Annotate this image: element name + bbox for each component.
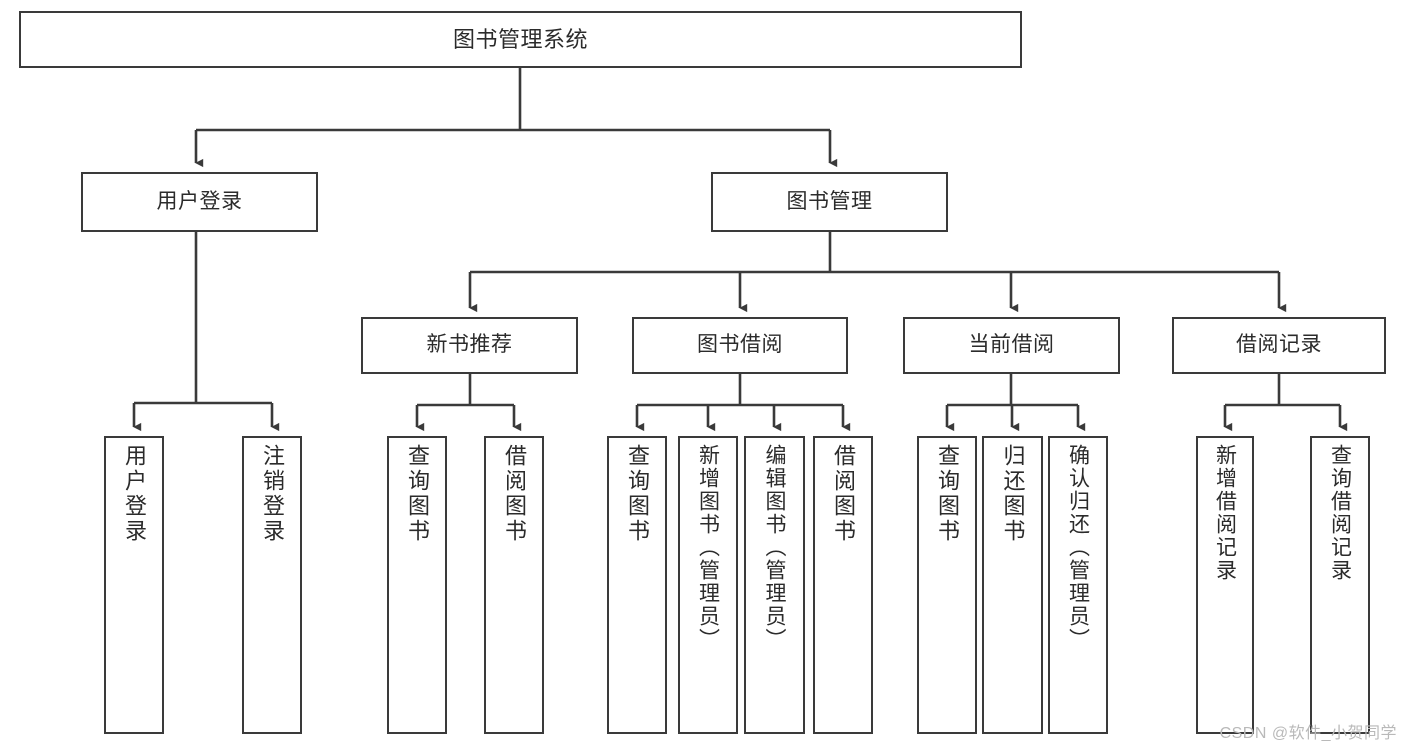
node-book-management[interactable]: 图书管理: [711, 172, 948, 232]
leaf-current-borrow-return[interactable]: 归还图书: [982, 436, 1043, 734]
node-label: 用户登录: [156, 189, 243, 213]
node-label: 查询图书: [935, 444, 960, 544]
node-label: 查询借阅记录: [1328, 444, 1352, 582]
leaf-new-book-query[interactable]: 查询图书: [387, 436, 447, 734]
leaf-borrow-record-add[interactable]: 新增借阅记录: [1196, 436, 1254, 734]
leaf-book-borrow-borrow[interactable]: 借阅图书: [813, 436, 873, 734]
leaf-book-borrow-add[interactable]: 新增图书（管理员）: [678, 436, 738, 734]
node-label: 确认归还（管理员）: [1066, 444, 1090, 651]
node-label: 用户登录: [122, 444, 147, 544]
node-label: 图书管理: [786, 189, 873, 213]
node-borrow-records[interactable]: 借阅记录: [1172, 317, 1386, 374]
node-label: 图书借阅: [697, 333, 783, 357]
leaf-book-borrow-edit[interactable]: 编辑图书（管理员）: [744, 436, 805, 734]
leaf-current-borrow-confirm-return[interactable]: 确认归还（管理员）: [1048, 436, 1108, 734]
node-label: 图书管理系统: [452, 26, 588, 52]
node-label: 借阅记录: [1236, 333, 1322, 357]
node-current-borrow[interactable]: 当前借阅: [903, 317, 1120, 374]
node-label: 借阅图书: [502, 444, 527, 544]
node-label: 当前借阅: [968, 333, 1055, 357]
csdn-watermark: CSDN @软件_小贺同学: [1219, 725, 1397, 742]
node-label: 编辑图书（管理员）: [763, 444, 786, 651]
leaf-borrow-record-query[interactable]: 查询借阅记录: [1310, 436, 1370, 734]
node-label: 新书推荐: [426, 333, 513, 357]
node-root-system[interactable]: 图书管理系统: [19, 11, 1022, 68]
leaf-user-login-signin[interactable]: 用户登录: [104, 436, 164, 734]
node-book-borrow[interactable]: 图书借阅: [632, 317, 848, 374]
node-label: 注销登录: [260, 444, 285, 544]
leaf-new-book-borrow[interactable]: 借阅图书: [484, 436, 544, 734]
leaf-book-borrow-query[interactable]: 查询图书: [607, 436, 667, 734]
node-new-book-recommend[interactable]: 新书推荐: [361, 317, 578, 374]
node-label: 查询图书: [625, 444, 650, 544]
node-user-login[interactable]: 用户登录: [81, 172, 318, 232]
leaf-current-borrow-query[interactable]: 查询图书: [917, 436, 977, 734]
node-label: 借阅图书: [831, 444, 856, 544]
node-label: 新增借阅记录: [1213, 444, 1237, 582]
node-label: 归还图书: [1000, 444, 1026, 544]
leaf-user-login-signout[interactable]: 注销登录: [242, 436, 302, 734]
node-label: 查询图书: [405, 444, 430, 544]
node-label: 新增图书（管理员）: [696, 444, 720, 651]
